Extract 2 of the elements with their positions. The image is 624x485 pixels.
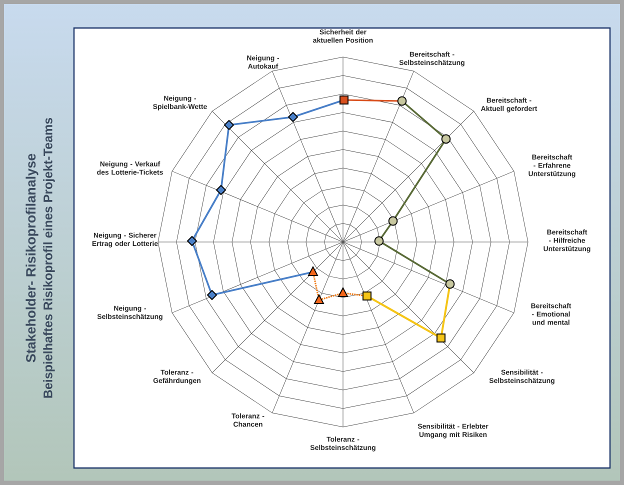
chart-subtitle: Beispielhaftes Risikoprofil eines Projekt-Teams: [43, 118, 55, 398]
chart-title: Stakeholder- Risikoprofilanalyse: [26, 154, 38, 362]
